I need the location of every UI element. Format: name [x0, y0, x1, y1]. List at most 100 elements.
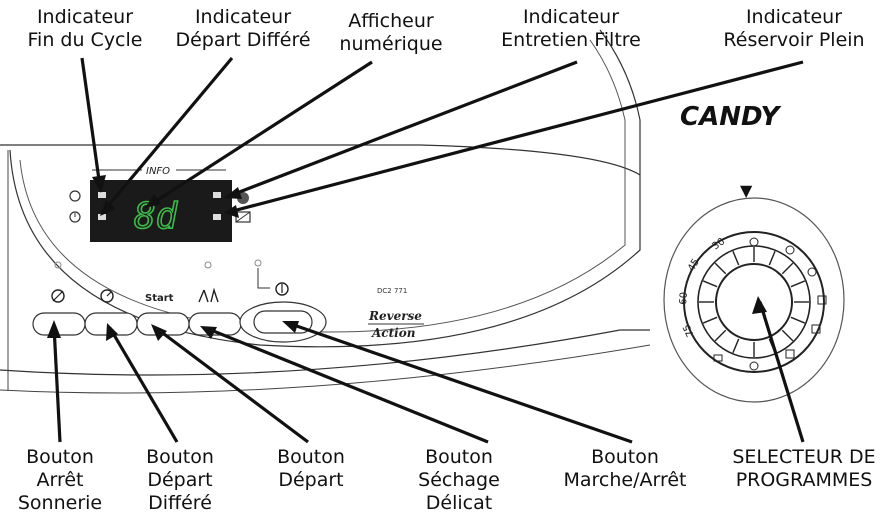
arrowhead-delicate-dry	[200, 326, 217, 339]
dial-segment-tick	[732, 338, 740, 354]
delay-timer-icon	[100, 289, 114, 303]
callout-display: Afficheur numérique	[331, 10, 451, 56]
callout-start: Bouton Départ	[266, 446, 356, 492]
panel-bottom-band-2	[0, 344, 651, 394]
power-icon	[275, 282, 289, 296]
info-label: INFO	[146, 166, 170, 177]
dial-segment-tick	[768, 250, 776, 266]
callout-delayed-start: Indicateur Départ Différé	[168, 6, 318, 52]
power-bracket	[257, 268, 270, 289]
callout-line: Fin du Cycle	[27, 29, 143, 51]
snowflake-icon	[807, 267, 817, 277]
brand-logo: CANDY	[680, 102, 783, 132]
arrowhead-power	[282, 321, 299, 333]
leader-end-cycle	[80, 57, 102, 188]
leader-start	[155, 326, 309, 444]
callout-buzzer-off: Bouton Arrêt Sonnerie	[0, 446, 120, 515]
leader-selector	[758, 301, 805, 443]
callout-line: Délicat	[425, 492, 493, 514]
arrowhead-end-cycle	[92, 175, 106, 193]
arrowhead-buzzer-off	[47, 320, 61, 338]
arrowhead-filter	[224, 187, 242, 199]
dial-segment-tick	[781, 262, 794, 275]
callout-line: SELECTEUR DE	[732, 446, 876, 468]
program-selector-knob[interactable]	[715, 263, 793, 341]
callout-end-cycle: Indicateur Fin du Cycle	[10, 6, 160, 52]
model-code: DC2 771	[377, 287, 407, 295]
dial-segment-tick	[781, 329, 794, 342]
dial-segment-tick	[714, 262, 727, 275]
leader-delicate-dry	[205, 326, 489, 444]
dial-segment-tick	[702, 280, 718, 288]
led-buzzer	[54, 261, 62, 269]
shirt-icon	[811, 324, 821, 334]
callout-line: Indicateur	[745, 6, 843, 28]
digital-display	[90, 180, 232, 242]
led-delicate	[204, 261, 212, 269]
led-power	[254, 259, 262, 267]
arrowhead-tank-full	[224, 205, 239, 218]
reverse-label: Reverse	[368, 309, 422, 323]
dial-segment-tick	[702, 316, 718, 324]
buzzer-off-icon-slash	[52, 290, 64, 302]
callout-line: Différé	[148, 492, 212, 514]
stripe-icon	[713, 354, 723, 362]
callout-line: numérique	[339, 33, 443, 55]
arrowhead-delayed-start	[100, 200, 116, 216]
callout-line: Séchage	[418, 469, 500, 491]
leader-power	[287, 321, 633, 444]
callout-line: Entretien Filtre	[501, 29, 641, 51]
clock-delay-icon	[69, 211, 81, 223]
leader-tank-full	[228, 60, 804, 214]
callout-line: Départ	[278, 469, 344, 491]
leader-display	[149, 60, 373, 207]
dial-marker: ▼	[740, 181, 753, 200]
callout-line: Bouton	[277, 446, 345, 468]
callout-filter: Indicateur Entretien Filtre	[486, 6, 656, 52]
action-label: Action	[371, 326, 415, 340]
callout-line: PROGRAMMES	[735, 469, 873, 491]
dial-temp-60: 60	[678, 292, 690, 306]
start-label: Start	[145, 293, 174, 304]
indicator-filter-led	[213, 192, 221, 198]
panel-bottom-band	[0, 329, 650, 376]
indicator-delayed-start-led	[98, 214, 106, 220]
leader-delayed-start	[101, 56, 234, 214]
clock-end-icon	[69, 190, 81, 202]
indicator-tank-full-led	[213, 214, 221, 220]
callout-line: Réservoir Plein	[723, 29, 865, 51]
sun-icon	[785, 245, 795, 255]
callout-line: Bouton	[425, 446, 493, 468]
callout-line: Indicateur	[36, 6, 134, 28]
callout-line: Arrêt	[36, 469, 84, 491]
callout-line: Afficheur	[348, 10, 434, 32]
callout-line: Bouton	[146, 446, 214, 468]
delay-timer-icon-hand	[106, 291, 112, 297]
arrowhead-selector	[752, 296, 767, 314]
callout-delicate-dry: Bouton Séchage Délicat	[404, 446, 514, 515]
callout-line: Départ Différé	[175, 29, 311, 51]
arrowhead-display	[145, 194, 161, 208]
callout-line: Sonnerie	[17, 492, 103, 514]
panel-inner-curve	[19, 39, 626, 333]
callout-program-selector: SELECTEUR DE PROGRAMMES	[723, 446, 885, 492]
drop-icon	[749, 361, 759, 371]
dial-segment-tick	[732, 250, 740, 266]
delicate-dry-icon	[198, 287, 219, 303]
wool-icon	[785, 349, 795, 359]
drum-icon	[749, 237, 759, 247]
dial-segment-tick	[714, 329, 727, 342]
callout-delayed-start-button: Bouton Départ Différé	[130, 446, 230, 515]
callout-line: Marche/Arrêt	[563, 469, 687, 491]
leader-delayed-start-button	[108, 327, 179, 443]
dial-segment-tick	[790, 316, 806, 324]
callout-line: Bouton	[591, 446, 659, 468]
callout-line: Départ	[147, 469, 213, 491]
buzzer-off-icon	[51, 289, 65, 303]
arrowhead-delayed-start-button	[106, 323, 118, 341]
buzzer-off-button[interactable]	[32, 312, 86, 336]
dial-temp-75: 75	[681, 322, 696, 338]
callout-line: Indicateur	[522, 6, 620, 28]
dial-segment-tick	[790, 280, 806, 288]
